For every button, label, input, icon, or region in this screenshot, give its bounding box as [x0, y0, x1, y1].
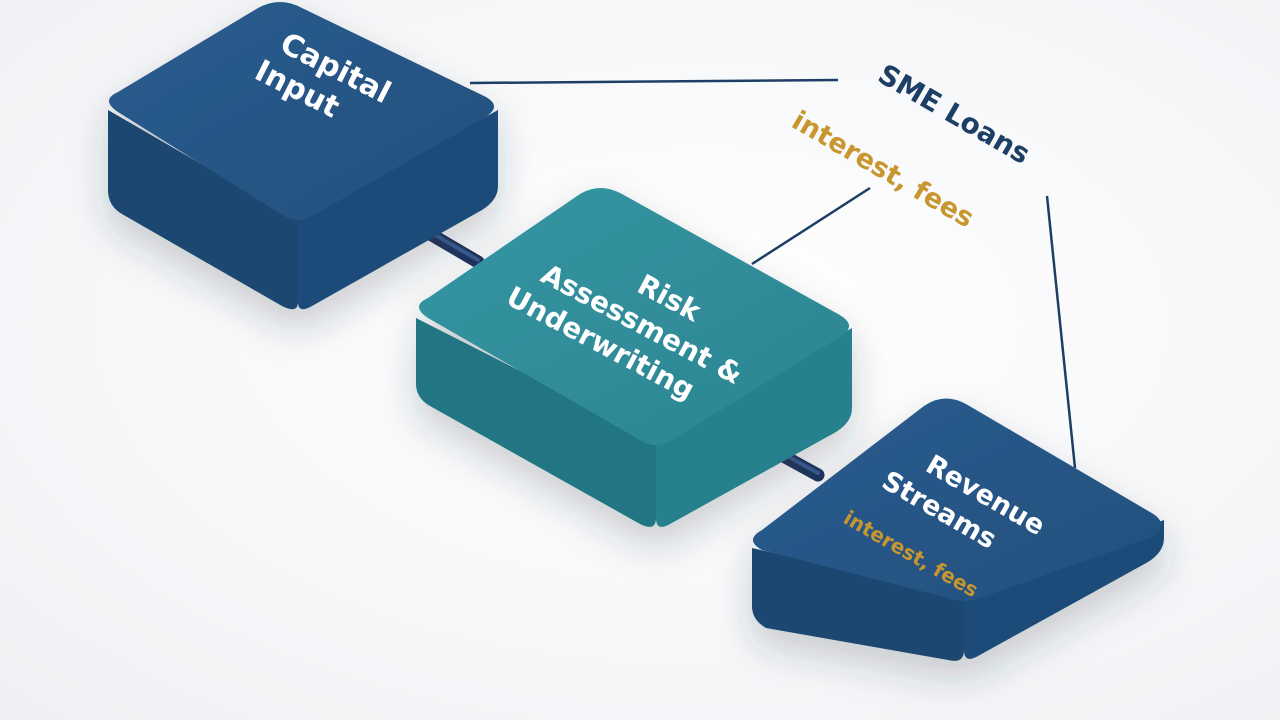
risk-left-face: [416, 318, 656, 527]
revenue-left-face: [752, 548, 964, 661]
risk-top-face: [419, 188, 849, 445]
sme-loans-label: SME Loans: [873, 57, 1036, 170]
connector-lines: [469, 78, 1077, 469]
capital-input-left-face: [108, 110, 298, 310]
risk-right-face: [656, 328, 852, 527]
capital-input-top-face: [109, 2, 494, 220]
capital-input-right-face: [298, 110, 498, 310]
capital-input-block: Capital Input: [108, 2, 498, 310]
risk-assessment-block: Risk Assessment & Underwriting: [416, 188, 852, 527]
revenue-right-face: [964, 520, 1164, 659]
line-risk-to-interest: [751, 186, 871, 266]
revenue-streams-block: Revenue Streams interest, fees: [752, 398, 1164, 661]
revenue-top-face: [753, 398, 1161, 601]
line-sme-to-revenue: [1045, 195, 1077, 469]
line-capital-to-sme: [469, 78, 839, 85]
